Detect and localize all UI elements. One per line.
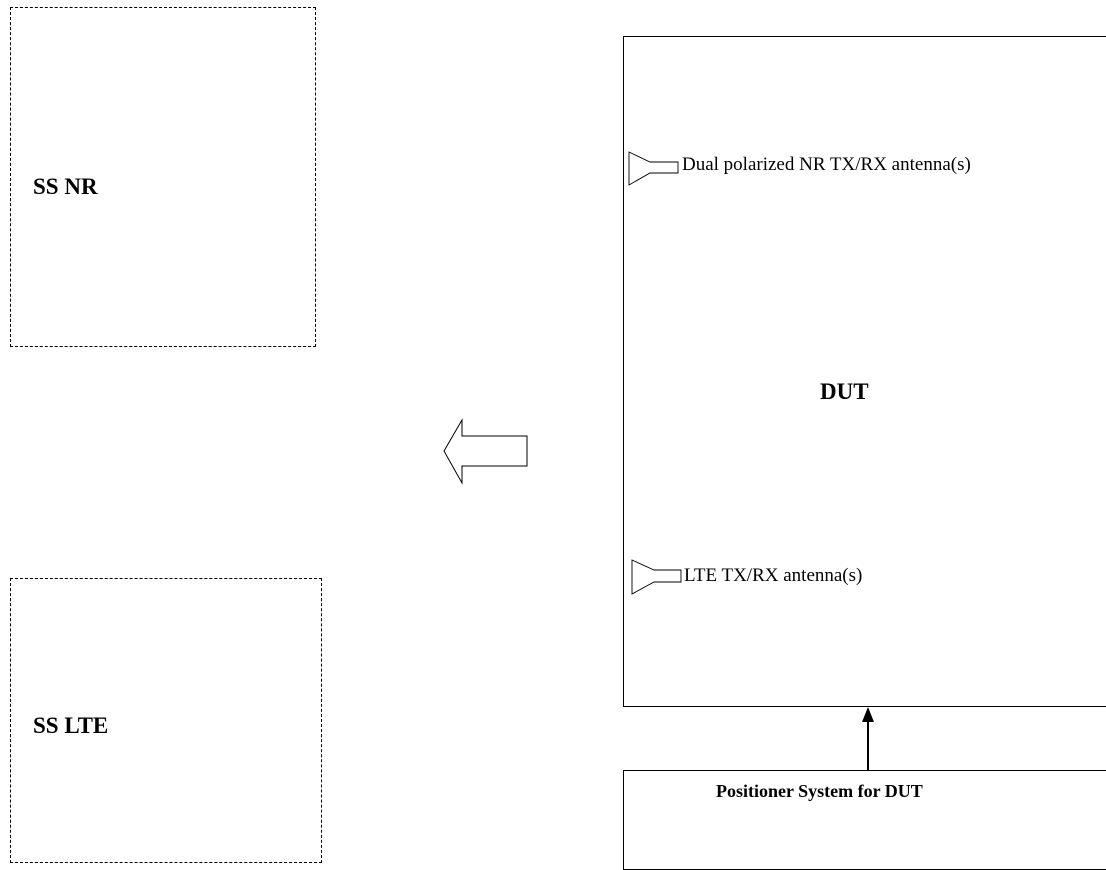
up-arrow-icon <box>862 707 874 770</box>
dut-label: DUT <box>820 379 869 404</box>
dut-block: DUT Dual polarized NR TX/RX antenna(s) L… <box>623 36 1106 707</box>
ss-lte-label: SS LTE <box>33 713 109 738</box>
hollow-left-arrow-icon <box>443 418 528 485</box>
lte-horn-antenna-icon <box>631 559 682 595</box>
nr-horn-antenna-icon <box>628 151 679 186</box>
nr-antenna-label: Dual polarized NR TX/RX antenna(s) <box>682 154 971 175</box>
positioner-label: Positioner System for DUT <box>716 781 923 801</box>
ss-lte-block: SS LTE <box>10 578 322 863</box>
ss-nr-label: SS NR <box>33 174 98 199</box>
lte-antenna-label: LTE TX/RX antenna(s) <box>684 565 863 586</box>
ss-nr-block: SS NR <box>10 7 316 347</box>
